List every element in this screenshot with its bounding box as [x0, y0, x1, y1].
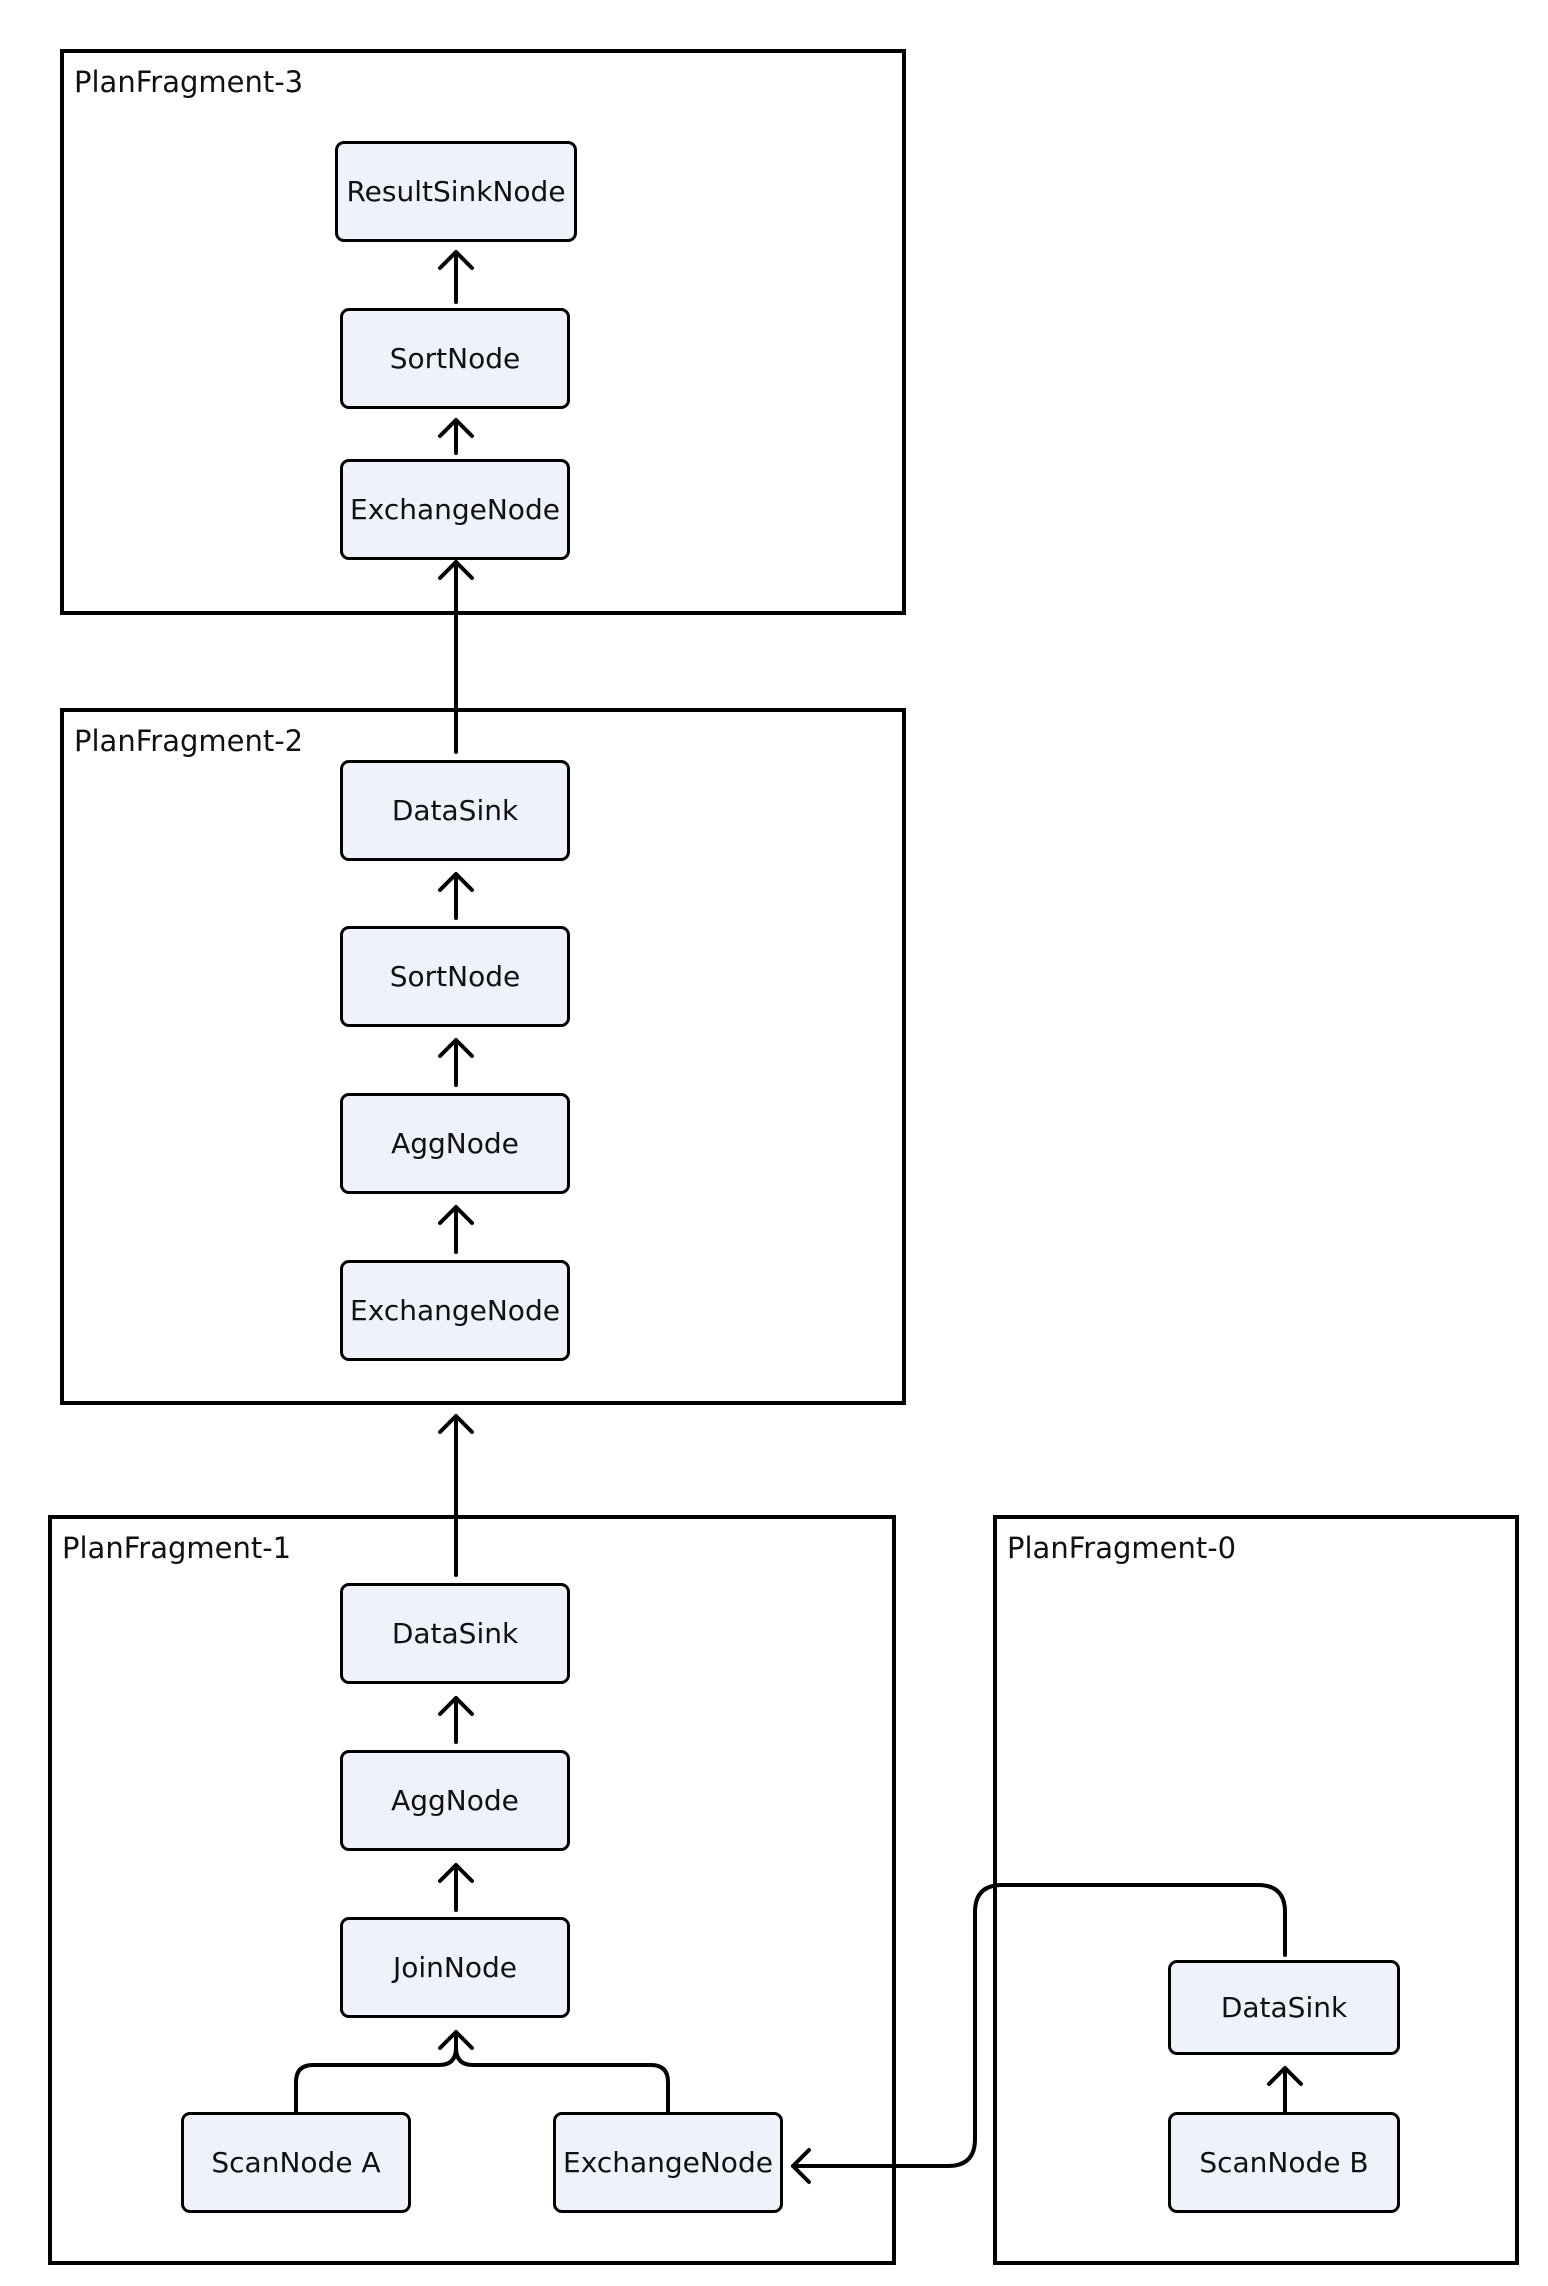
join-node: JoinNode: [340, 1917, 570, 2018]
sort-node: SortNode: [340, 308, 570, 409]
edge-sort-to-result: [438, 250, 474, 304]
edge-f1-datasink-to-f2: [438, 1414, 474, 1577]
datasink-node: DataSink: [340, 760, 570, 861]
fragment-title: PlanFragment-1: [62, 1531, 292, 1565]
scan-node-b: ScanNode B: [1168, 2112, 1400, 2213]
fragment-title: PlanFragment-2: [74, 724, 304, 758]
edge-scan-a-to-join: [294, 2030, 458, 2114]
edge-exchange-to-join: [454, 2046, 670, 2114]
exchange-node: ExchangeNode: [553, 2112, 783, 2213]
edge-exchange-to-sort: [438, 418, 474, 455]
edge-join-to-agg: [438, 1863, 474, 1912]
edge-exchange-to-agg: [438, 1205, 474, 1254]
edge-f0-datasink-to-f1-exchange: [791, 1883, 1287, 2168]
edge-join-arrowhead: [438, 2030, 474, 2050]
edge-datasink-to-exchange: [438, 560, 474, 754]
edge-agg-to-datasink: [438, 1696, 474, 1744]
fragment-title: PlanFragment-3: [74, 65, 304, 99]
exchange-node: ExchangeNode: [340, 459, 570, 560]
sort-node: SortNode: [340, 926, 570, 1027]
datasink-node: DataSink: [1168, 1960, 1400, 2055]
fragment-title: PlanFragment-0: [1007, 1531, 1237, 1565]
scan-node-a: ScanNode A: [181, 2112, 411, 2213]
result-sink-node: ResultSinkNode: [335, 141, 577, 242]
edge-agg-to-sort: [438, 1038, 474, 1087]
exchange-node: ExchangeNode: [340, 1260, 570, 1361]
datasink-node: DataSink: [340, 1583, 570, 1684]
edge-f1-exchange-arrowhead: [791, 2148, 811, 2184]
edge-scan-b-to-datasink: [1267, 2066, 1303, 2114]
agg-node: AggNode: [340, 1750, 570, 1851]
agg-node: AggNode: [340, 1093, 570, 1194]
edge-sort-to-datasink: [438, 872, 474, 920]
